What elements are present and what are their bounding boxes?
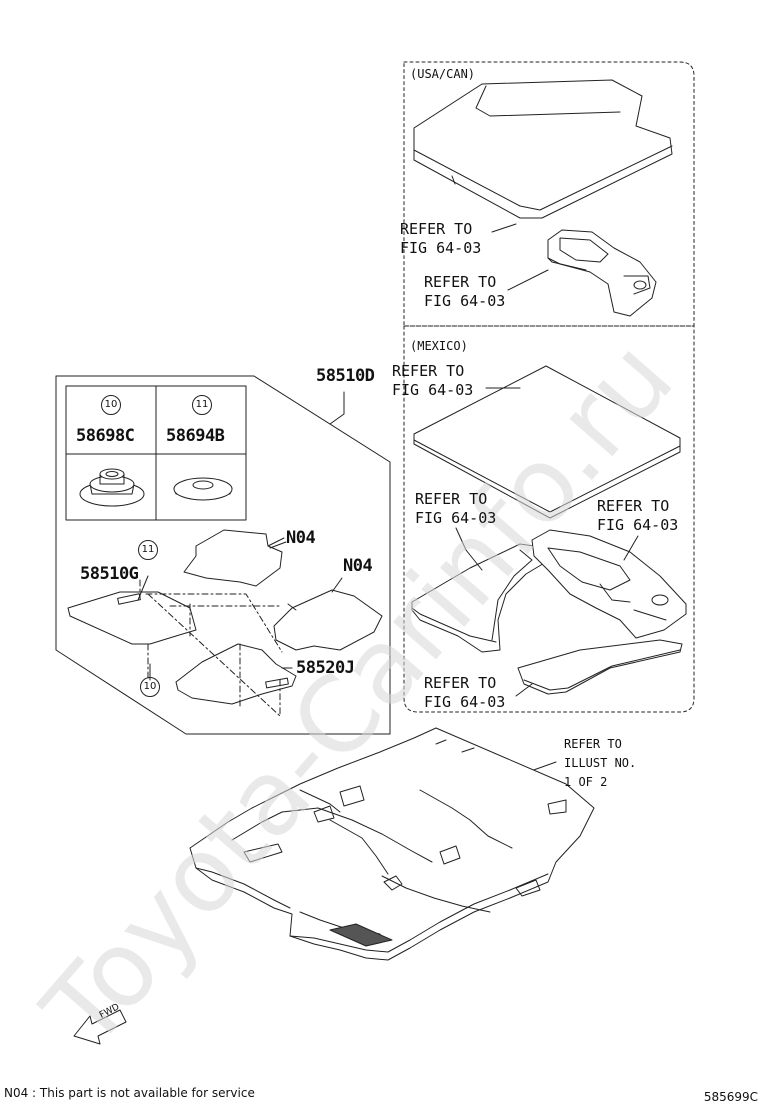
callout-clip-b: 11 — [192, 395, 212, 415]
floor-mat-kit-outline — [55, 375, 391, 735]
floor-mat-n04-lower — [273, 589, 383, 651]
refer-fig-deck-usa-line1: REFER TO — [400, 220, 473, 238]
refer-fig-deck-mex-line2: FIG 64-03 — [392, 381, 474, 399]
side-trim-right-mexico — [531, 529, 687, 639]
region-box-usa-can — [403, 61, 695, 327]
footer-note: N04 : This part is not available for ser… — [4, 1086, 255, 1100]
floor-mat-58520j — [175, 643, 297, 705]
callout-clip-a: 10 — [101, 395, 121, 415]
clip-58698c-icon — [79, 468, 145, 507]
floor-carpet-assembly — [189, 727, 595, 961]
refer-fig-right-trim-mex-line1: REFER TO — [597, 497, 670, 515]
refer-fig-left-trim-mex-line1: REFER TO — [415, 490, 488, 508]
region-box-mexico — [403, 325, 695, 713]
part-number-58520j: 58520J — [296, 658, 355, 678]
forward-arrow-icon — [73, 1009, 127, 1045]
deck-board-mexico — [413, 365, 681, 519]
clip-table — [65, 385, 247, 521]
refer-fig-deck-usa-line2: FIG 64-03 — [400, 239, 482, 257]
region-label-mexico: (MEXICO) — [410, 339, 468, 353]
refer-illust-line2: ILLUST NO. — [564, 756, 637, 770]
part-number-58510g: 58510G — [80, 564, 139, 584]
refer-fig-trim-usa-line2: FIG 64-03 — [424, 292, 506, 310]
floor-mat-n04-upper — [183, 529, 285, 587]
refer-fig-trim-usa-line1: REFER TO — [424, 273, 497, 291]
refer-fig-bottom-trim-mex-line2: FIG 64-03 — [424, 693, 506, 711]
projection-lines — [139, 579, 283, 717]
part-number-58510d: 58510D — [316, 366, 375, 386]
region-label-usa-can: (USA/CAN) — [410, 67, 476, 81]
callout-11: 11 — [138, 540, 158, 560]
trim-part-usa — [547, 229, 657, 317]
refer-fig-left-trim-mex-line2: FIG 64-03 — [415, 509, 497, 527]
refer-fig-right-trim-mex-line2: FIG 64-03 — [597, 516, 679, 534]
part-number-58698c: 58698C — [76, 426, 135, 446]
side-trim-left-mexico — [411, 543, 549, 653]
diagram-code: 585699C — [703, 1090, 758, 1104]
deck-board-usa — [413, 79, 673, 219]
refer-illust-line1: REFER TO — [564, 737, 622, 751]
refer-fig-bottom-trim-mex-line1: REFER TO — [424, 674, 497, 692]
part-label-n04-upper: N04 — [286, 528, 316, 548]
bottom-trim-mexico — [517, 639, 683, 695]
floor-mat-58510g — [67, 591, 197, 645]
callout-10: 10 — [140, 677, 160, 697]
refer-fig-deck-mex-line1: REFER TO — [392, 362, 465, 380]
clip-58694b-icon — [173, 477, 233, 501]
refer-illust-line3: 1 OF 2 — [564, 775, 608, 789]
part-label-n04-lower: N04 — [343, 556, 373, 576]
part-number-58694b: 58694B — [166, 426, 225, 446]
